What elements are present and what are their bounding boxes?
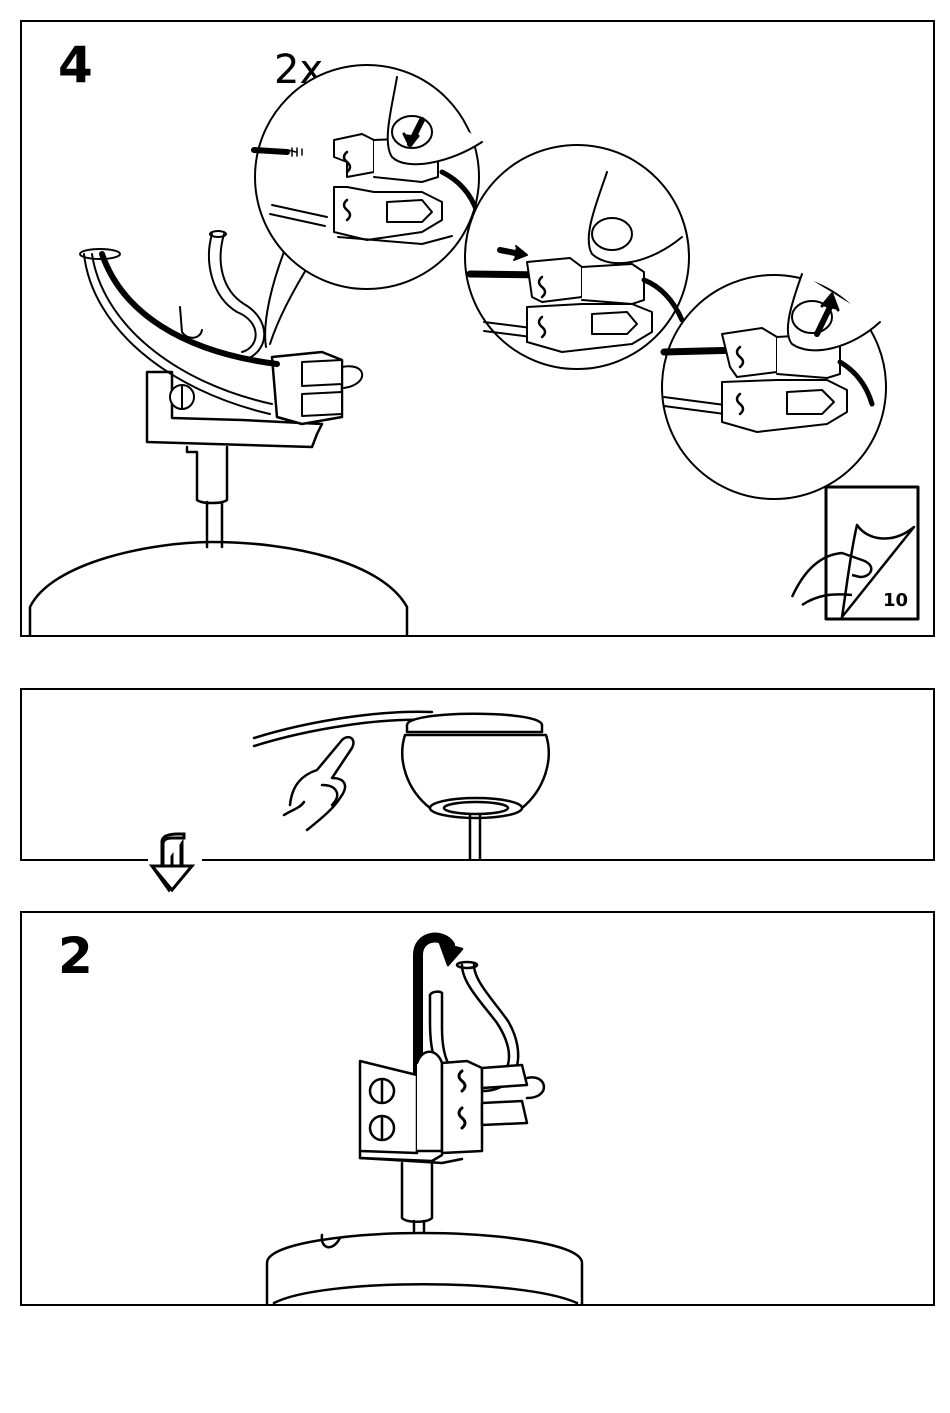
down-arrow-outline-icon [148, 834, 202, 894]
step-2-illustration [22, 913, 935, 1306]
step-4-panel: 4 2x [20, 20, 935, 637]
detail-callout-insert [465, 145, 689, 369]
detail-callout-press [254, 65, 482, 289]
page-reference-number: 10 [883, 590, 908, 611]
step-4-illustration [22, 22, 935, 637]
page-reference: 10 [822, 485, 922, 621]
next-step-arrow [148, 834, 202, 894]
detail-callout-release [662, 274, 886, 499]
step-2-panel: 2 [20, 911, 935, 1306]
